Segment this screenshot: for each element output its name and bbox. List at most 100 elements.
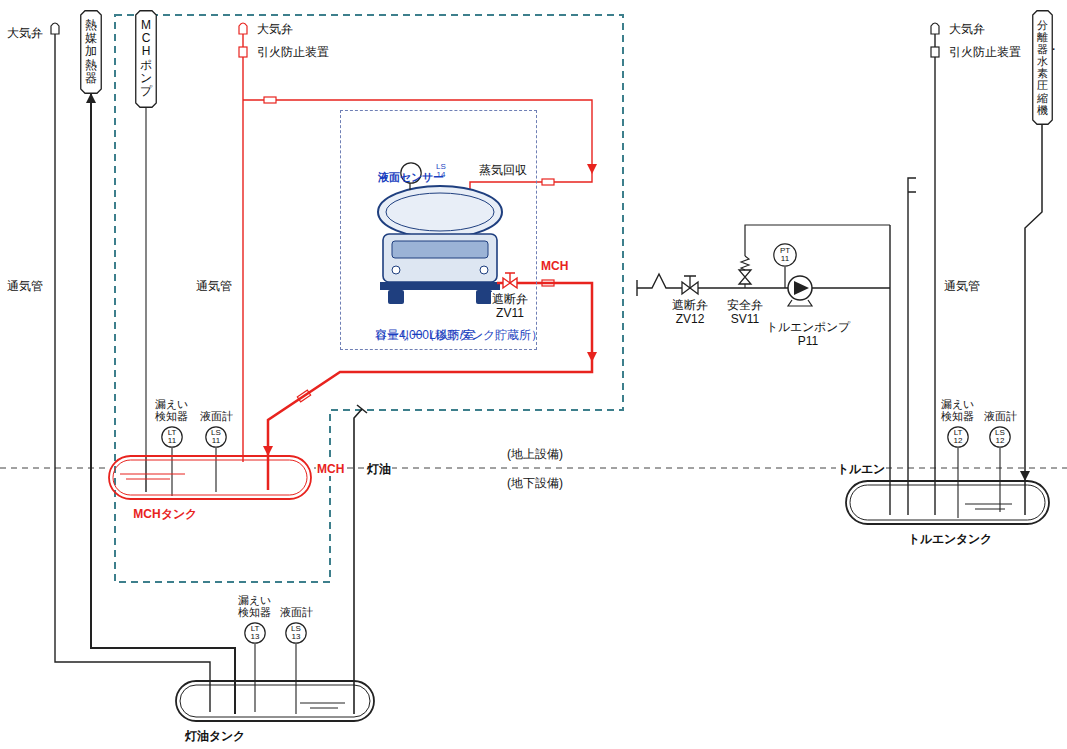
bubble-border — [990, 427, 1010, 447]
pipe-connector — [254, 644, 255, 680]
bubble-border — [162, 427, 182, 447]
part-label: 引火防止装置 — [948, 45, 1022, 59]
part-label: 引火防止装置 — [256, 45, 330, 59]
box-border — [136, 11, 157, 108]
underground-tank: 灯油タンク — [175, 680, 375, 722]
node-heading: 液面計 — [200, 410, 233, 423]
dispense-line — [637, 274, 788, 296]
kerosene-fill-pipe — [354, 405, 367, 714]
instrument-bubble: 漏えい 検知器LT 13 — [244, 622, 266, 644]
part-label: SV11 — [730, 312, 760, 326]
bubble-border — [401, 163, 421, 183]
line-label: MCH — [540, 259, 569, 273]
part-label: P11 — [797, 334, 819, 348]
node-text: LS 11 — [209, 429, 223, 445]
part-label: 大気弁 — [256, 22, 294, 36]
instrument-probe — [958, 480, 1000, 518]
lorry-cab — [383, 234, 497, 282]
lorry-wheel — [476, 290, 492, 304]
liquid-level — [300, 703, 345, 708]
part-label: ZV12 — [675, 312, 706, 326]
relief-line — [745, 225, 890, 256]
instrument-bubble: 漏えい 検知器LT 12 — [947, 426, 969, 448]
pump-base — [788, 300, 812, 306]
part-label: 蒸気回収 — [478, 163, 528, 177]
part-label: 通気管 — [943, 279, 981, 293]
vent-pipe — [55, 34, 210, 712]
bubble-border — [245, 623, 265, 643]
bubble-border — [774, 244, 796, 266]
node-text: LS 13 — [289, 625, 303, 641]
node-heading: 液面計 — [984, 410, 1017, 423]
pipe-connector — [999, 448, 1000, 480]
tank-shell — [176, 681, 374, 721]
underground-tank: トルエンタンク — [845, 480, 1050, 525]
tank-outline — [175, 680, 375, 722]
equipment-box: 熱媒加熱器 — [80, 10, 102, 94]
lorry-tank-inner — [386, 193, 494, 231]
lorry-wheel — [388, 290, 404, 304]
node-text: LT 12 — [951, 429, 965, 445]
node-heading: 液面計 — [280, 606, 313, 619]
vent-pipe — [242, 34, 243, 462]
pipe-connector — [171, 448, 172, 455]
lorry-windshield — [392, 241, 488, 258]
tank-shell — [846, 481, 1049, 524]
safety-valve-symbol — [739, 270, 751, 284]
vent-pipe — [934, 34, 935, 515]
part-label: 通気管 — [195, 279, 233, 293]
vent-valve-symbol — [51, 23, 59, 34]
line-label: 灯油 — [366, 462, 392, 476]
vapor-return-line — [243, 100, 592, 189]
tank-outline — [108, 455, 312, 500]
part-label: (地下設備) — [506, 476, 564, 490]
part-label: トルエンポンプ — [765, 320, 851, 334]
part-label: 安全弁 — [726, 298, 764, 312]
liquid-level — [120, 474, 185, 479]
node-text: LS 12 — [993, 429, 1007, 445]
node-text: MCHタンク — [133, 506, 196, 523]
part-label: 大気弁 — [6, 26, 44, 40]
instrument-bubble: 漏えい 検知器LT 11 — [161, 426, 183, 448]
hose-coupling — [264, 97, 276, 103]
tank-inner-shell — [113, 460, 307, 495]
part-label: 通気管 — [6, 279, 44, 293]
ground-line — [0, 468, 1067, 469]
box-border — [1032, 11, 1052, 125]
instrument-bubble: 液面計LS 12 — [989, 426, 1011, 448]
line-label: トルエン — [836, 462, 886, 476]
pipe-connector — [268, 283, 592, 455]
node-text: LS 14 — [434, 163, 448, 179]
lorry-bumper — [380, 282, 500, 290]
lorry-light — [480, 266, 488, 274]
box-border — [81, 11, 102, 94]
valve-actuator — [505, 273, 515, 283]
flame-arrester-symbol — [931, 47, 939, 57]
part-label: 大気弁 — [948, 22, 986, 36]
instrument-bubble: PT 11 — [773, 243, 797, 267]
pipe-connector — [215, 448, 216, 455]
tank-outline — [845, 480, 1050, 525]
suction-pipe — [812, 225, 890, 515]
pump-symbol — [788, 276, 812, 300]
node-text: 分離器・水素圧縮機 — [1037, 19, 1048, 116]
flow-arrowhead — [587, 164, 597, 174]
pipe-connector — [91, 94, 235, 680]
line-label: MCH — [316, 462, 345, 476]
pipe-connector — [295, 644, 296, 680]
node-text: LT 13 — [248, 625, 262, 641]
instrument-bubble: 液面センサーLS 14 — [400, 162, 422, 184]
return-pipe — [908, 178, 916, 515]
part-label: ZV11 — [495, 306, 525, 320]
equipment-box: 分離器・水素圧縮機 — [1032, 10, 1053, 125]
node-text: PT 11 — [778, 247, 792, 263]
hose-coupling — [542, 179, 554, 185]
node-heading: 漏えい 検知器 — [236, 594, 273, 619]
valve-actuator — [684, 276, 696, 288]
part-label: 遮断弁 — [491, 292, 529, 306]
instrument-bubble: 液面計LS 11 — [205, 426, 227, 448]
tank-inner-shell — [850, 485, 1045, 520]
